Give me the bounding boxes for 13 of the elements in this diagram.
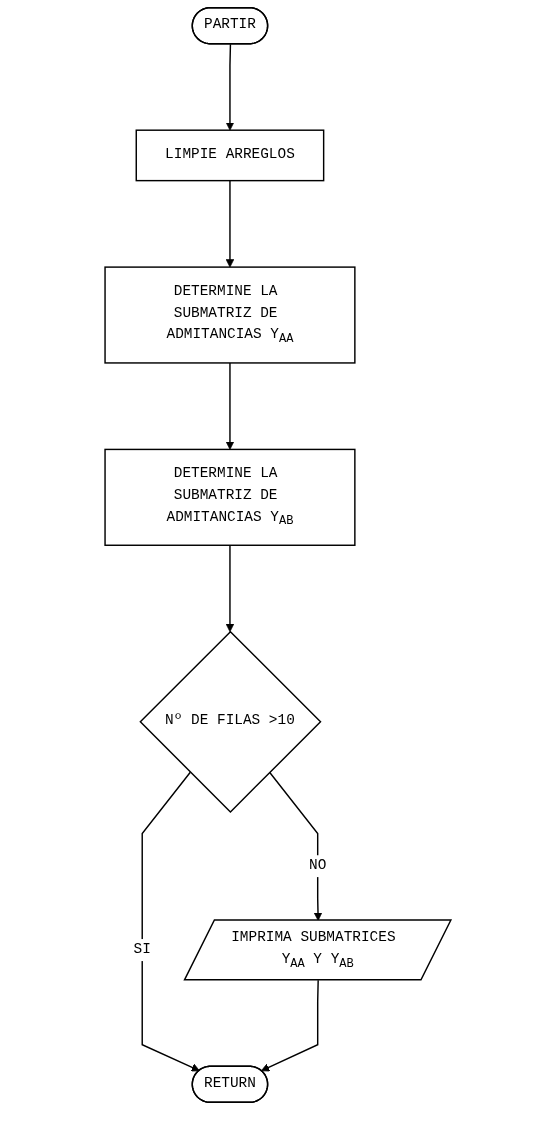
arrow <box>261 979 319 1072</box>
arrow <box>225 179 235 268</box>
edge-label: NO <box>309 857 327 874</box>
node-box: DETERMINE LA SUBMATRIZ DE ADMITANCIAS Y$_{AB}$ <box>104 448 356 546</box>
node-diamond: Nº DE FILAS >10 <box>139 630 322 813</box>
arrow <box>268 771 323 921</box>
edge-label: SI <box>133 941 151 958</box>
arrow <box>225 544 235 633</box>
arrow <box>225 362 235 450</box>
node-box: LIMPIE ARREGLOS <box>135 129 325 182</box>
node-box: DETERMINE LA SUBMATRIZ DE ADMITANCIAS Y$_{AA}$ <box>104 266 356 364</box>
arrow <box>225 43 235 131</box>
arrow <box>141 771 200 1072</box>
